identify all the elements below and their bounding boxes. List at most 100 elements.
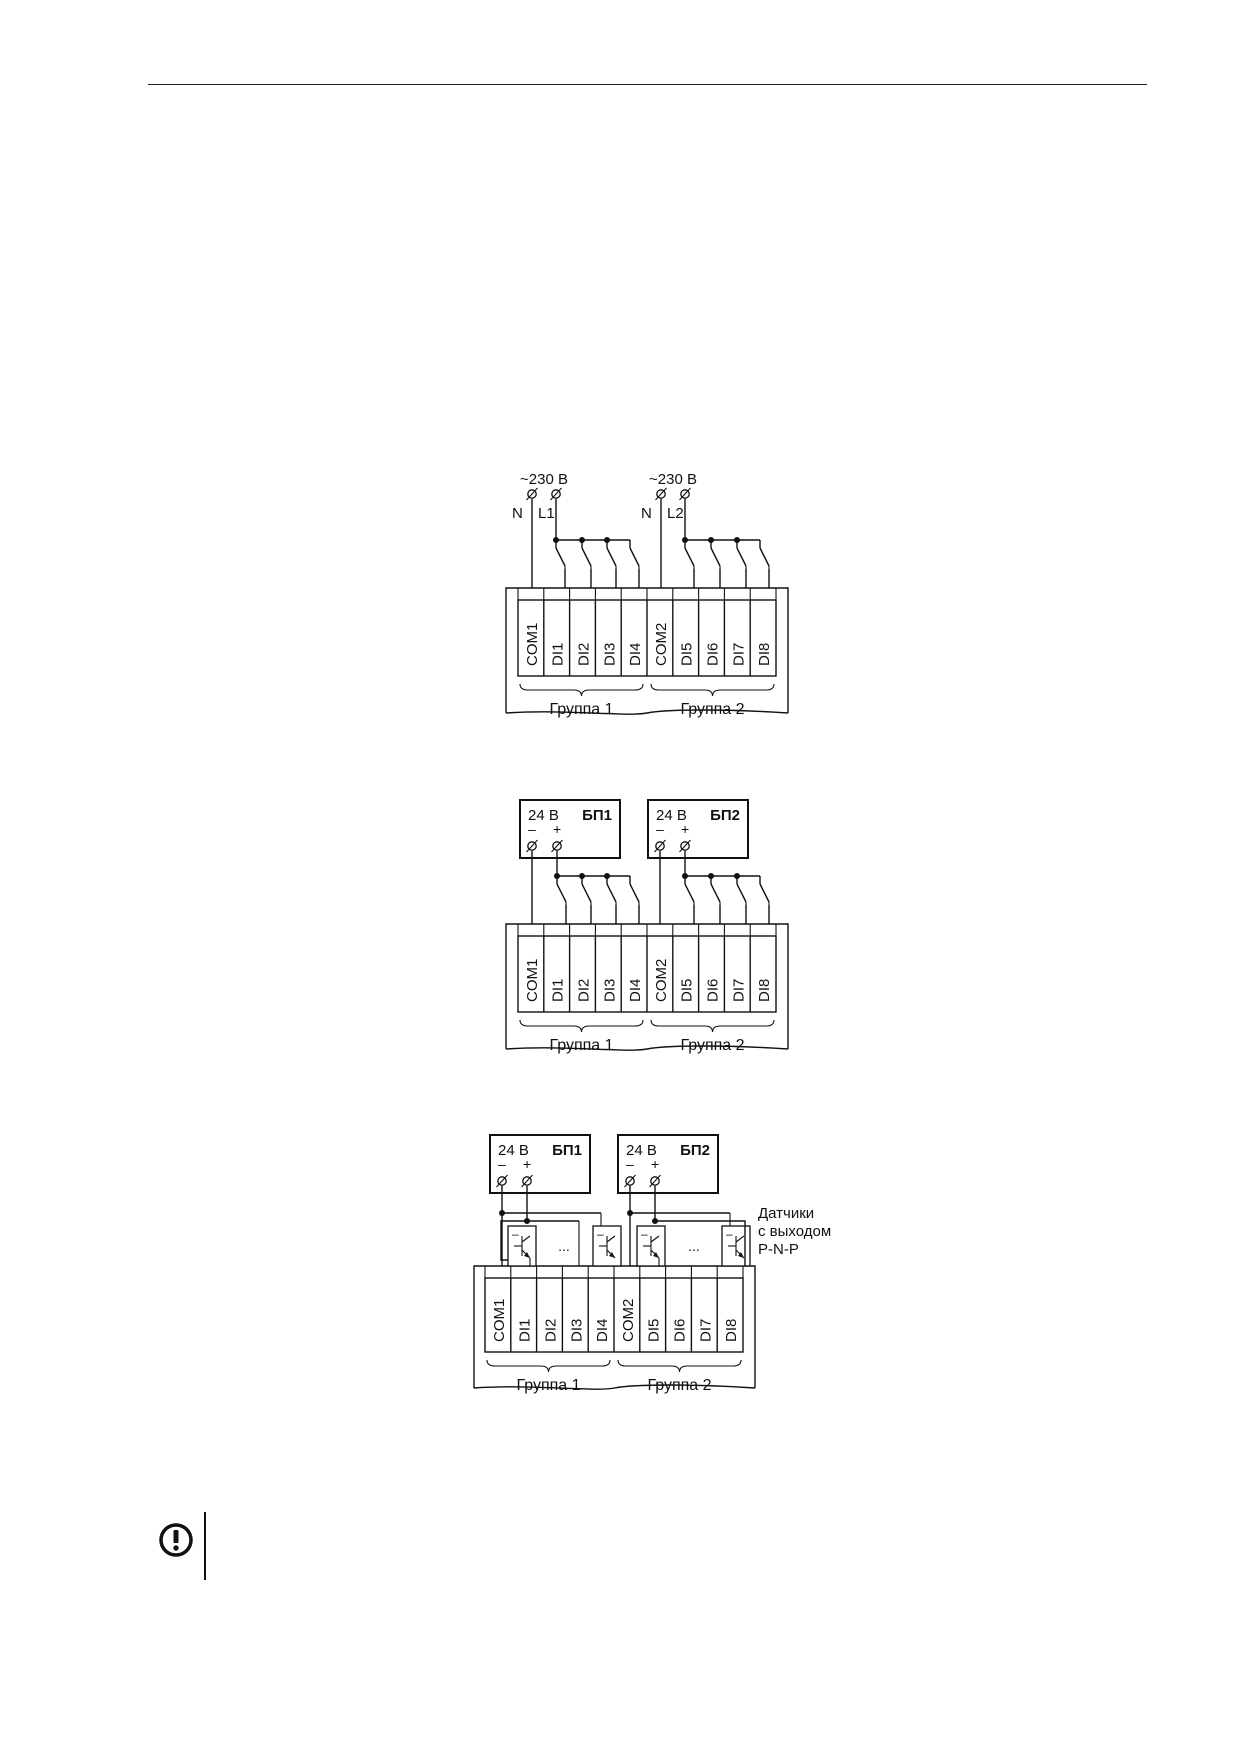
psu-1-plus: + — [523, 1156, 531, 1172]
group-1-label: Группа 1 — [549, 701, 613, 718]
psu-2-box — [647, 799, 749, 859]
terminal-label-com2: COM2 — [653, 959, 670, 1002]
switch-blade-icon — [555, 547, 566, 567]
screw-terminal-slash — [526, 839, 538, 853]
sensor-ellipsis-2: ... — [688, 1238, 700, 1254]
terminal-label-di7: DI7 — [730, 643, 747, 666]
screw-terminal-slash — [550, 487, 562, 501]
screw-terminal-slash — [679, 487, 691, 501]
screw-terminal-slash — [551, 839, 563, 853]
supply-1-n-label: N — [512, 505, 523, 522]
terminal-label-di4: DI4 — [594, 1319, 611, 1342]
group-2-label: Группа 2 — [680, 1037, 744, 1054]
switch-blade-icon — [684, 883, 695, 903]
pnp-sensor-8: – — [721, 1225, 751, 1267]
screw-terminal-slash — [526, 487, 538, 501]
terminal-label-di1: DI1 — [550, 979, 567, 1002]
terminal-label-di8: DI8 — [756, 979, 773, 1002]
psu-1-minus: – — [498, 1156, 506, 1172]
terminal-label-di8: DI8 — [723, 1319, 740, 1342]
psu-2-box — [617, 1134, 719, 1194]
terminal-label-di6: DI6 — [672, 1319, 689, 1342]
group-2-label: Группа 2 — [647, 1377, 711, 1394]
psu-1-plus-wire — [500, 1186, 528, 1261]
terminal-label-com1: COM1 — [524, 959, 541, 1002]
pnp-sensor-1: – — [507, 1225, 537, 1267]
junction-dot — [652, 1218, 658, 1224]
psu-2-minus: – — [656, 821, 664, 837]
switch-blade-icon — [629, 547, 640, 567]
terminal-label-di2: DI2 — [576, 643, 593, 666]
terminal-label-com1: COM1 — [524, 623, 541, 666]
psu-2-name: БП2 — [680, 1142, 710, 1159]
supply-2-l-label: L2 — [667, 505, 684, 522]
terminal-label-di5: DI5 — [679, 979, 696, 1002]
sensor-minus-label: – — [512, 1227, 519, 1241]
terminal-label-di4: DI4 — [627, 979, 644, 1002]
notice-exclamation-icon — [158, 1522, 194, 1563]
transistor-collector-icon — [650, 1235, 660, 1243]
screw-terminal-slash — [679, 839, 691, 853]
supply-2-voltage: ~230 В — [649, 471, 697, 488]
psu-1-voltage: 24 В — [498, 1142, 529, 1159]
group-1-brace — [486, 1359, 611, 1373]
screw-terminal-slash — [496, 1174, 508, 1188]
group-2-brace — [617, 1359, 742, 1373]
screw-terminal-slash — [649, 1174, 661, 1188]
screw-terminal-slash — [654, 839, 666, 853]
terminal-label-di7: DI7 — [730, 979, 747, 1002]
terminal-label-di8: DI8 — [756, 643, 773, 666]
switch-blade-icon — [581, 547, 592, 567]
transistor-collector-icon — [521, 1235, 531, 1243]
psu-1-voltage: 24 В — [528, 807, 559, 824]
terminal-label-di5: DI5 — [679, 643, 696, 666]
psu-1-name: БП1 — [582, 807, 612, 824]
switch-blade-icon — [581, 883, 592, 903]
sensor-ellipsis-1: ... — [558, 1238, 570, 1254]
sensor-label-line-3: P-N-P — [758, 1241, 799, 1258]
psu-2-name: БП2 — [710, 807, 740, 824]
switch-blade-icon — [710, 883, 721, 903]
sensor-minus-label: – — [597, 1227, 604, 1241]
transistor-collector-icon — [606, 1235, 616, 1243]
terminal-label-di3: DI3 — [601, 643, 618, 666]
psu-1-plus: + — [553, 821, 561, 837]
sensor-minus-label: – — [641, 1227, 648, 1241]
device-break-line — [505, 709, 789, 715]
terminal-label-di2: DI2 — [543, 1319, 560, 1342]
group-1-brace — [519, 1019, 644, 1033]
pnp-sensor-4: – — [592, 1225, 622, 1267]
terminal-label-di3: DI3 — [568, 1319, 585, 1342]
psu-1-box — [519, 799, 621, 859]
group-1-brace — [519, 683, 644, 697]
transistor-arrow-icon — [609, 1252, 615, 1258]
terminal-label-di3: DI3 — [601, 979, 618, 1002]
terminal-label-di7: DI7 — [697, 1319, 714, 1342]
switch-blade-icon — [710, 547, 721, 567]
transistor-collector-icon — [735, 1235, 745, 1243]
group-1-label: Группа 1 — [549, 1037, 613, 1054]
terminal-label-com2: COM2 — [653, 623, 670, 666]
psu-2-voltage: 24 В — [656, 807, 687, 824]
screw-terminal-slash — [624, 1174, 636, 1188]
top-rule — [148, 84, 1147, 85]
supply-1-voltage: ~230 В — [520, 471, 568, 488]
junction-dot — [627, 1210, 633, 1216]
psu-2-plus: + — [651, 1156, 659, 1172]
sensor-label-line-2: с выходом — [758, 1223, 831, 1240]
terminal-label-di5: DI5 — [646, 1319, 663, 1342]
pnp-sensor-5: – — [636, 1225, 666, 1267]
terminal-label-di1: DI1 — [550, 643, 567, 666]
psu-2-plus: + — [681, 821, 689, 837]
transistor-arrow-icon — [653, 1252, 659, 1258]
psu-2-voltage: 24 В — [626, 1142, 657, 1159]
switch-blade-icon — [759, 547, 770, 567]
group-2-label: Группа 2 — [680, 701, 744, 718]
psu-1-name: БП1 — [552, 1142, 582, 1159]
terminal-label-di6: DI6 — [705, 643, 722, 666]
sensor-label-line-1: Датчики — [758, 1205, 814, 1222]
terminal-label-di4: DI4 — [627, 643, 644, 666]
switch-blade-icon — [606, 547, 617, 567]
